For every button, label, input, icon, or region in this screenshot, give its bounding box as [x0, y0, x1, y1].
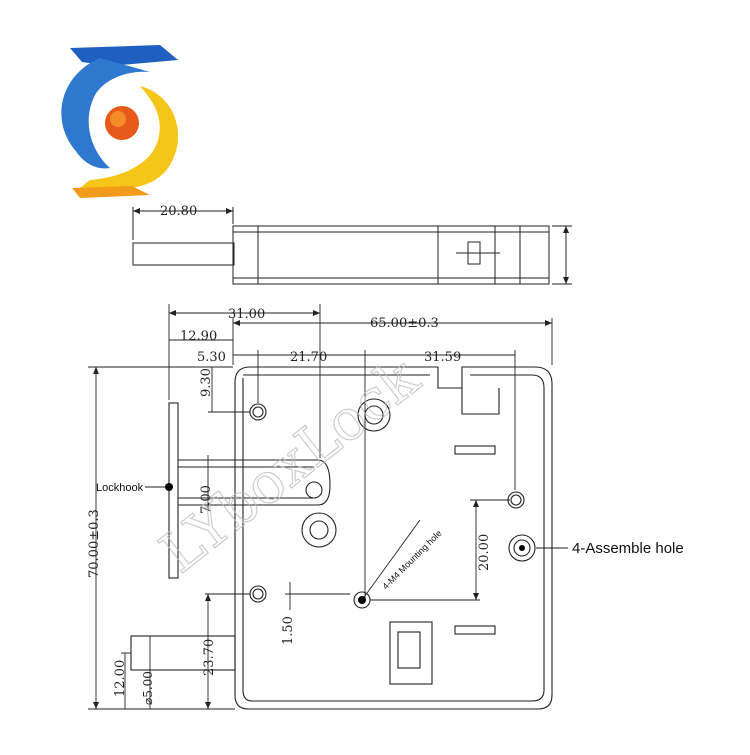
lock-body-outline: [234, 366, 553, 710]
top-shaft: [132, 242, 235, 266]
dim-31: 31.00: [228, 307, 265, 322]
mount-hole-r: [507, 491, 525, 509]
dim-shaft-length: 20.80: [160, 204, 197, 219]
dim-9-30: 9.30: [199, 368, 214, 397]
lockhook-dot: [165, 483, 173, 491]
top-view: [132, 207, 572, 285]
company-logo: [61, 45, 179, 198]
bottom-shaft: [130, 635, 236, 671]
dimension-arrows: [93, 208, 569, 709]
front-view: [130, 366, 553, 710]
dim-20: 20.00: [477, 534, 492, 571]
dim-23-70: 23.70: [202, 639, 217, 676]
mounting-hole-label: 4-M4 Mounting hole: [380, 528, 443, 591]
lockhook-label: Lockhook: [96, 482, 144, 494]
mounting-hole-dot: [358, 596, 366, 604]
boss-mid: [301, 512, 337, 548]
dim-31-59: 31.59: [424, 350, 461, 365]
dim-70: 70.00±0.3: [87, 509, 102, 578]
assemble-hole: [508, 534, 536, 562]
lockhook-bar: [178, 459, 331, 506]
boss-top: [357, 398, 391, 432]
latch-window: [389, 621, 433, 685]
mount-hole-bl: [249, 585, 267, 603]
assemble-hole-label: 4-Assemble hole: [572, 540, 684, 557]
dim-21-70: 21.70: [290, 350, 327, 365]
dim-65: 65.00±0.3: [370, 316, 439, 331]
dim-7-00: 7.00: [199, 485, 214, 514]
dim-diameter-5: ⌀5.00: [141, 671, 155, 705]
mount-hole-tl: [249, 403, 267, 421]
assemble-hole-dot: [519, 545, 525, 551]
dim-1-50: 1.50: [281, 616, 296, 645]
dim-5-30: 5.30: [197, 350, 226, 365]
top-body: [232, 225, 550, 285]
dim-12-90: 12.90: [180, 329, 217, 344]
dimension-lines: [88, 304, 568, 710]
watermark-text: LYboxLock: [149, 345, 433, 586]
dim-12-00: 12.00: [113, 660, 128, 697]
